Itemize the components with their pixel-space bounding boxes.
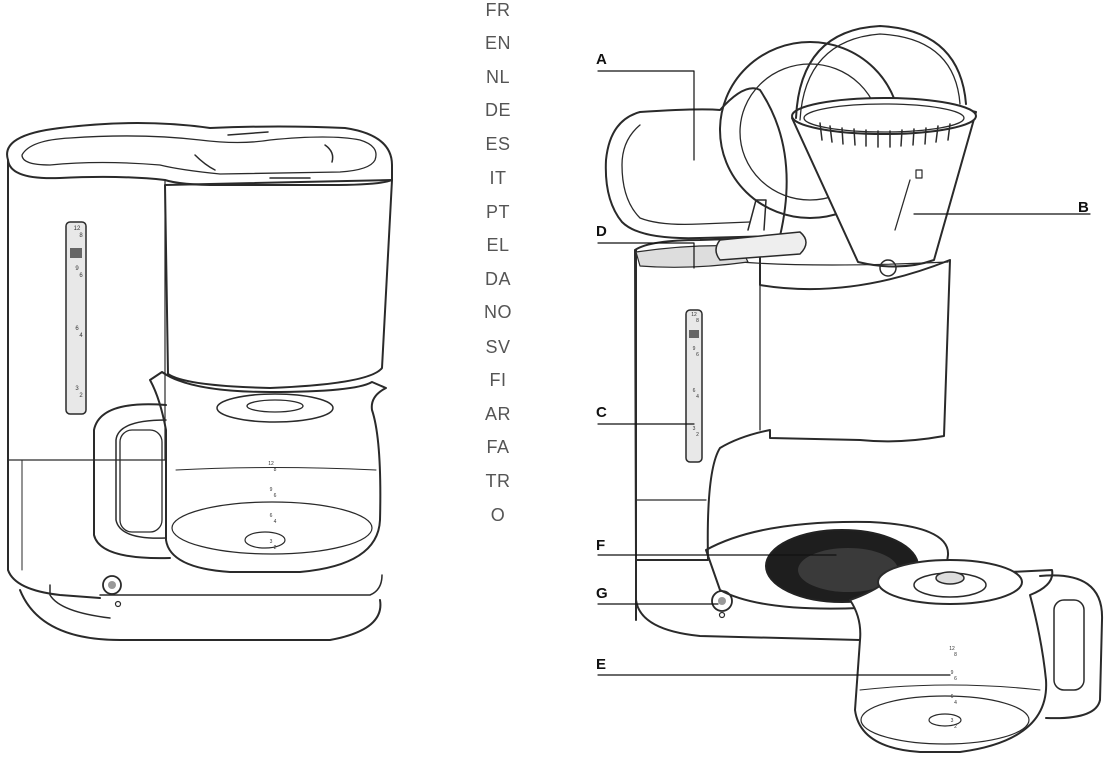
language-fi: FI bbox=[489, 370, 507, 390]
scale-mark: 9 bbox=[75, 266, 79, 272]
scale-mark: 6 bbox=[75, 326, 79, 332]
scale-mark: 6 bbox=[273, 493, 277, 499]
language-ar: AR bbox=[484, 404, 511, 424]
scale-mark: 3 bbox=[269, 539, 273, 545]
scale-mark: 6 bbox=[954, 676, 957, 682]
language-pt: PT bbox=[485, 202, 510, 222]
scale-mark: 4 bbox=[696, 394, 699, 400]
language-fr: FR bbox=[485, 0, 511, 20]
left-tank-scale: 12 8 9 6 6 4 3 2 bbox=[68, 226, 86, 400]
scale-mark: 2 bbox=[696, 432, 699, 438]
callout-a: A bbox=[596, 51, 607, 68]
power-switch-g-icon bbox=[711, 590, 733, 612]
language-o: O bbox=[490, 505, 506, 525]
language-nl: NL bbox=[485, 67, 510, 87]
scale-mark: 8 bbox=[273, 467, 277, 473]
scale-mark: 8 bbox=[696, 318, 699, 324]
scale-mark: 6 bbox=[79, 273, 83, 279]
callout-d: D bbox=[596, 223, 607, 240]
scale-mark: 2 bbox=[954, 724, 957, 730]
scale-mark: 8 bbox=[954, 652, 957, 658]
language-de: DE bbox=[484, 100, 511, 120]
language-da: DA bbox=[484, 269, 511, 289]
scale-mark: 9 bbox=[950, 670, 954, 676]
language-tr: TR bbox=[485, 471, 511, 491]
left-jug-scale: 12 8 9 6 6 4 3 2 bbox=[262, 461, 280, 551]
scale-mark: 3 bbox=[75, 386, 79, 392]
scale-mark: 12 bbox=[949, 646, 955, 652]
callout-leaders bbox=[597, 70, 1091, 676]
scale-mark: 3 bbox=[950, 718, 954, 724]
scale-mark: 3 bbox=[692, 426, 696, 432]
callout-g: G bbox=[596, 585, 608, 602]
scale-mark: 9 bbox=[692, 346, 696, 352]
language-it: IT bbox=[489, 168, 507, 188]
scale-mark: 9 bbox=[269, 487, 273, 493]
callout-e: E bbox=[596, 656, 607, 673]
callout-c: C bbox=[596, 404, 607, 421]
scale-mark: 12 bbox=[73, 226, 81, 232]
language-sv: SV bbox=[485, 337, 511, 357]
power-switch-icon bbox=[102, 575, 122, 595]
scale-mark: 6 bbox=[696, 352, 699, 358]
scale-mark: 4 bbox=[273, 519, 277, 525]
scale-mark: 4 bbox=[954, 700, 957, 706]
language-en: EN bbox=[484, 33, 511, 53]
scale-mark: 2 bbox=[79, 393, 83, 399]
scale-mark: 8 bbox=[79, 233, 83, 239]
exploded-coffee-maker bbox=[604, 25, 1104, 753]
language-fa: FA bbox=[486, 437, 510, 457]
scale-mark: 4 bbox=[79, 333, 83, 339]
scale-mark: 6 bbox=[692, 388, 696, 394]
water-level-window bbox=[65, 221, 87, 415]
language-no: NO bbox=[484, 302, 512, 322]
language-el: EL bbox=[486, 235, 510, 255]
scale-mark: 6 bbox=[950, 694, 954, 700]
right-jug-scale: 12 8 9 6 6 4 3 2 bbox=[944, 646, 960, 730]
scale-mark: 2 bbox=[273, 545, 277, 551]
scale-mark: 6 bbox=[269, 513, 273, 519]
language-es: ES bbox=[485, 134, 511, 154]
assembled-coffee-maker bbox=[6, 122, 393, 641]
right-tank-scale: 12 8 9 6 6 4 3 2 bbox=[686, 312, 702, 438]
callout-f: F bbox=[596, 537, 606, 554]
scale-mark: 12 bbox=[691, 312, 697, 318]
callout-b: B bbox=[1078, 199, 1089, 216]
scale-mark: 12 bbox=[268, 461, 274, 467]
